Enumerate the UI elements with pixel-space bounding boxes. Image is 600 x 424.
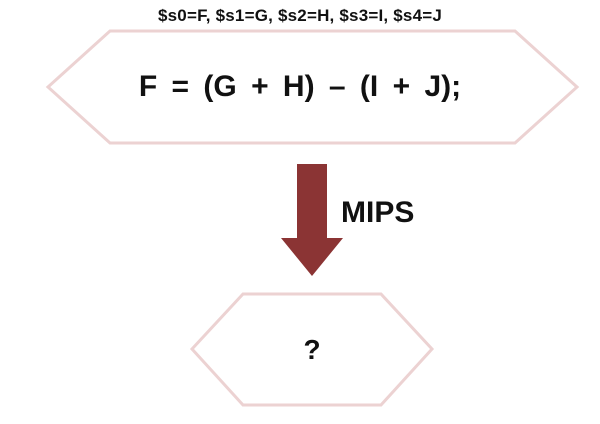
result-placeholder: ? — [303, 334, 321, 365]
result-hexagon — [189, 292, 435, 407]
c-expression: F = (G + H) – (I + J); — [138, 70, 462, 103]
down-arrow — [281, 164, 343, 276]
source-hexagon — [45, 29, 580, 145]
register-mapping-text: $s0=F, $s1=G, $s2=H, $s3=I, $s4=J — [157, 6, 443, 25]
mips-label: MIPS — [341, 196, 415, 229]
